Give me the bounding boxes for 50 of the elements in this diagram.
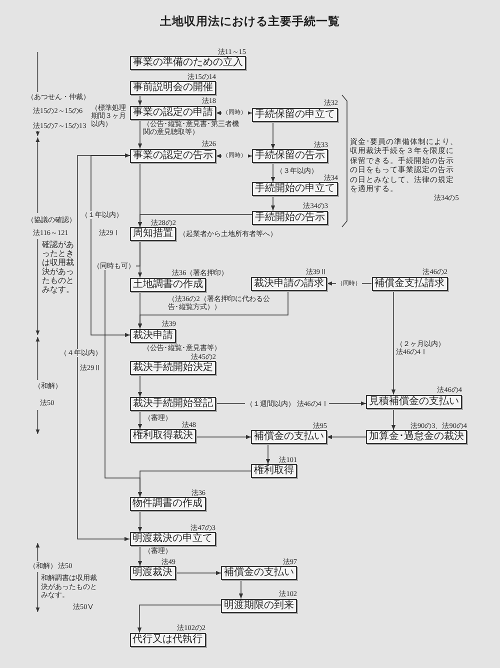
- step-label: 手続保留の申立て: [255, 108, 335, 120]
- arrow: [238, 580, 244, 599]
- arrow: [270, 196, 276, 211]
- step-label: 事業の認定の告示: [133, 150, 213, 162]
- arrow: [391, 408, 396, 430]
- step-label: 事業の認定の申請: [133, 106, 213, 118]
- arrow: [138, 510, 142, 532]
- step-label: 物件調書の作成: [132, 498, 202, 510]
- arrow: [138, 119, 142, 149]
- arrow: [138, 546, 142, 566]
- title: 土地収用法における主要手続一覧: [160, 15, 340, 29]
- step-label: 明渡裁決の申立て: [132, 533, 212, 545]
- arrow: [175, 570, 222, 576]
- step-label: 権利取得: [254, 465, 294, 477]
- arrow: [138, 374, 142, 398]
- arrow: [77, 153, 130, 542]
- arrow: [196, 434, 252, 440]
- step-label: 裁決手続開始決定: [133, 362, 213, 374]
- step-label: 加算金･過怠金の裁決: [369, 431, 464, 443]
- step-label: 手続開始の申立て: [255, 183, 335, 195]
- step-label: 裁決手続開始登記: [133, 398, 213, 410]
- arrow: [391, 290, 396, 395]
- step-label: 手続保留の告示: [255, 150, 325, 162]
- step-label: 裁決申請: [133, 330, 173, 342]
- step-label: 土地調書の作成: [133, 278, 203, 290]
- step-label: 補償金の支払い: [224, 567, 294, 579]
- arrow: [138, 214, 252, 228]
- arrow: [138, 94, 142, 106]
- step-label: 手続開始の告示: [255, 212, 325, 224]
- arrow: [270, 162, 276, 182]
- arrow: [138, 410, 142, 430]
- step-label: 補償金の支払い: [254, 431, 324, 443]
- arrow: [137, 604, 222, 633]
- step-label: 代行又は代執行: [132, 634, 202, 646]
- step-label: 明渡裁決: [132, 567, 172, 579]
- step-label: 事業の準備のための立入: [133, 57, 243, 69]
- arrow: [138, 470, 252, 498]
- arrow: [270, 121, 276, 150]
- step-label: 権利取得裁決: [133, 430, 193, 442]
- step-label: 事前説明会の開催: [133, 82, 213, 94]
- arrow: [138, 290, 288, 329]
- arrow: [326, 434, 366, 440]
- arrow: [266, 444, 270, 464]
- step-label: 周知措置: [133, 228, 173, 240]
- arrow: [90, 153, 130, 338]
- process-box: [130, 397, 216, 411]
- step-label: 見積補償金の支払い: [369, 396, 459, 408]
- step-label: 明渡期限の到来: [224, 600, 294, 612]
- step-label: 裁決申請の請求: [254, 278, 324, 290]
- step-label: 補償金支払請求: [374, 278, 444, 290]
